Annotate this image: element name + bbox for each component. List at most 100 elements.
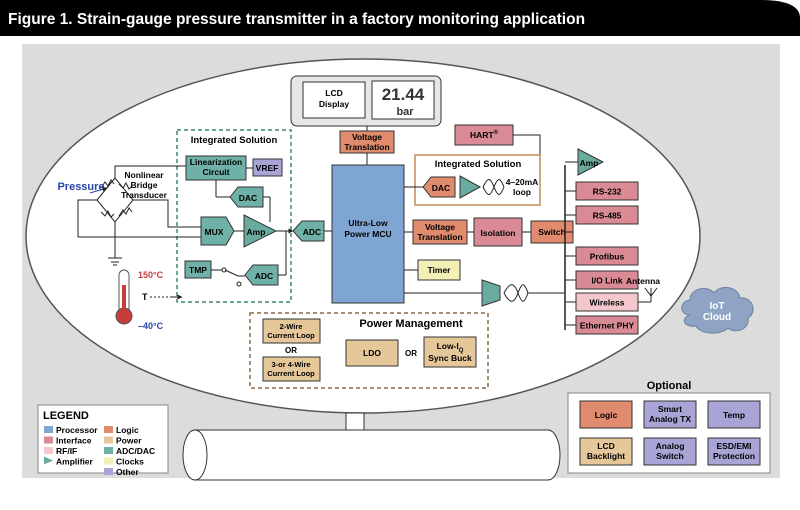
tmp-label: TMP xyxy=(189,265,207,275)
dac-left-label: DAC xyxy=(239,193,257,203)
amp-left-label: Amp xyxy=(247,227,266,237)
switch-contact xyxy=(236,281,242,287)
amp-right-label: Amp xyxy=(580,158,599,168)
loop-wave-2 xyxy=(482,179,505,195)
legend-swatch xyxy=(104,426,113,433)
legend-swatch xyxy=(44,456,53,465)
lcd-screen xyxy=(371,80,435,120)
legend-label: Logic xyxy=(116,425,139,435)
t-label: T xyxy=(142,292,148,302)
legend-label: Clocks xyxy=(116,457,144,467)
optional-item-box xyxy=(707,400,761,429)
optional-item-label: Logic xyxy=(595,410,618,420)
rf-wave-2 xyxy=(503,284,529,302)
legend-box xyxy=(37,404,169,474)
bus-item-label: Wireless xyxy=(590,298,625,308)
switch-blade xyxy=(224,269,239,277)
ldo-block xyxy=(345,339,399,367)
sync-buck-block xyxy=(423,336,477,368)
legend-label: Other xyxy=(116,467,139,477)
bus-item-label: Ethernet PHY xyxy=(580,321,635,331)
voltage-translation-mid xyxy=(412,219,468,245)
lcd-display-label-box xyxy=(302,81,366,119)
antenna-label: Antenna xyxy=(626,276,660,286)
wire-bridge-mux1 xyxy=(133,199,201,228)
bus-item-box xyxy=(575,181,639,201)
optional-item-box xyxy=(643,437,697,466)
sync-buck-label-1: Low-IQ xyxy=(437,341,464,354)
header-bar xyxy=(0,0,800,36)
vref-label: VREF xyxy=(256,163,279,173)
pipe-end xyxy=(182,429,208,481)
pipe xyxy=(194,429,561,481)
legend-label: Processor xyxy=(56,425,98,435)
adc-left-label: ADC xyxy=(255,271,273,281)
switch-label: Switch xyxy=(538,227,565,237)
power-or-1: OR xyxy=(285,346,297,355)
integrated-solution-left-title: Integrated Solution xyxy=(191,135,278,146)
optional-item-box xyxy=(579,400,633,429)
integrated-solution-left xyxy=(176,129,292,303)
legend-label: RF/IF xyxy=(56,446,77,456)
pressure-arrow xyxy=(89,186,108,194)
dac-right xyxy=(422,176,456,198)
hart-label: HART® xyxy=(470,129,499,140)
dac-right-label: DAC xyxy=(432,183,450,193)
optional-item-box xyxy=(579,437,633,466)
bus-item-label: RS-232 xyxy=(593,187,622,197)
power-or-2: OR xyxy=(405,349,417,358)
legend-swatch xyxy=(44,436,53,444)
amp-right-integrated xyxy=(459,175,482,199)
timer-label: Timer xyxy=(428,265,452,275)
legend-label: Power xyxy=(116,436,142,446)
figure-title: Figure 1. Strain-gauge pressure transmit… xyxy=(8,11,585,28)
wire-bridge-lin xyxy=(114,165,186,178)
bus-item-label: I/O Link xyxy=(591,276,622,286)
legend-title: LEGEND xyxy=(43,410,89,422)
optional-item-box xyxy=(707,437,761,466)
legend-swatch xyxy=(44,447,53,454)
power-management-box xyxy=(249,312,489,389)
legend-swatch xyxy=(104,436,113,444)
mux-label: MUX xyxy=(205,227,224,237)
legend-swatch xyxy=(104,457,113,465)
legend-label: ADC/DAC xyxy=(116,446,155,456)
iot-cloud-icon xyxy=(681,286,754,334)
legend-swatch xyxy=(104,468,113,475)
ldo-label: LDO xyxy=(363,348,381,358)
pressure-label: Pressure xyxy=(57,181,104,193)
two-wire-loop xyxy=(262,318,321,344)
thermometer-icon xyxy=(115,269,133,325)
bus-item-label: RS-485 xyxy=(593,211,622,221)
power-management-title: Power Management xyxy=(359,318,463,330)
integrated-solution-right-title: Integrated Solution xyxy=(435,159,522,170)
antenna-icon xyxy=(644,287,658,302)
legend-label: Amplifier xyxy=(56,457,94,467)
three-wire-loop xyxy=(262,356,321,382)
bus-item-box xyxy=(575,246,639,266)
legend-items: ProcessorInterfaceRF/IFAmplifierLogicPow… xyxy=(44,425,155,477)
mcu-block xyxy=(331,164,405,304)
wire-hart xyxy=(513,134,541,158)
legend-swatch xyxy=(44,426,53,433)
adc-main-label: ADC xyxy=(303,227,321,237)
bus-item-box xyxy=(575,205,639,225)
isolation-label: Isolation xyxy=(481,228,516,238)
isolation-block xyxy=(473,217,523,247)
